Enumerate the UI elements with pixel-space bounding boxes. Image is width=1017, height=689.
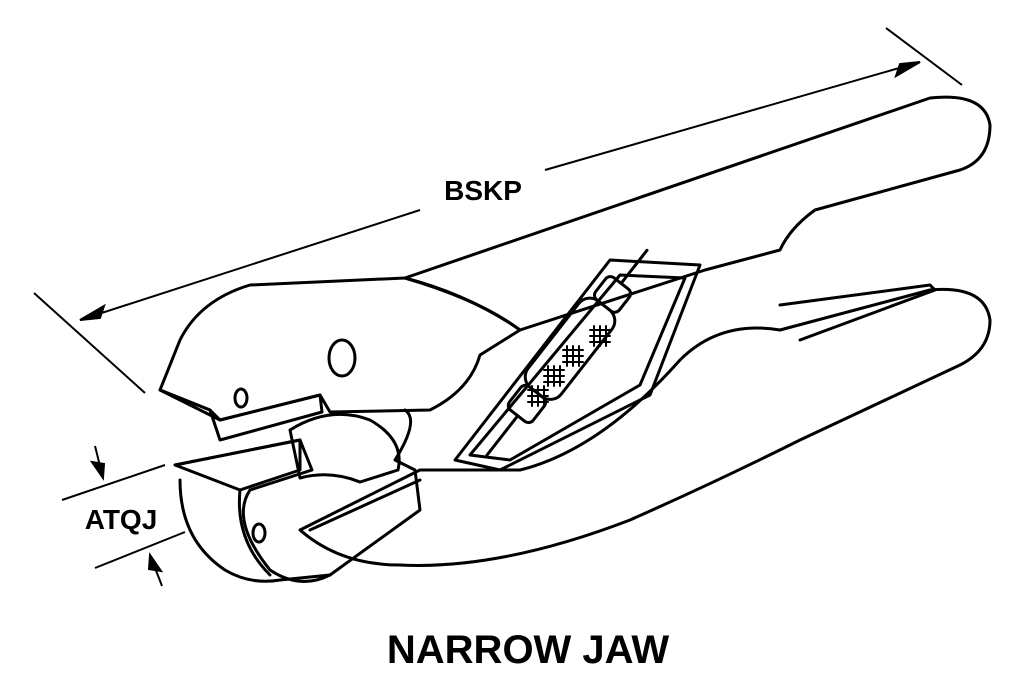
extension-line-left (33, 292, 146, 394)
dimension-line-right (544, 61, 921, 171)
lower-handle-tip (778, 283, 937, 342)
jaw-extension-top (61, 464, 166, 501)
extension-line-right (885, 27, 963, 86)
pivot-hole (327, 338, 357, 378)
diagram-caption: NARROW JAW (387, 628, 669, 672)
lower-jaw-hole (251, 522, 267, 544)
jaw-extension-bottom (94, 531, 186, 569)
ratchet-channel-inner (468, 273, 687, 462)
arrowhead-right (894, 61, 921, 79)
arrowhead-left (79, 303, 106, 321)
jaw-arrowhead-bottom (147, 552, 164, 573)
lower-handle (298, 287, 992, 567)
die-ring (288, 412, 401, 484)
upper-jaw (158, 276, 522, 422)
lower-handle-bevel (308, 478, 422, 532)
jaw-width-label: ATQJ (85, 504, 158, 535)
grip-texture (527, 325, 611, 407)
ratchet-channel (453, 258, 702, 472)
tool-drawing (158, 95, 992, 583)
upper-handle (403, 95, 992, 332)
lower-jaw-face (178, 478, 332, 583)
jaw-arrowhead-top (89, 460, 106, 481)
ratchet-cylinder (485, 248, 649, 457)
overall-length-label: BSKP (444, 175, 522, 206)
dimension-jaw-width (61, 445, 186, 587)
dimension-overall-length (33, 27, 963, 394)
upper-jaw-hole (233, 387, 249, 409)
upper-jaw-plate (158, 388, 324, 442)
lower-jaw-plate (173, 438, 302, 492)
dimension-line-left (79, 209, 421, 321)
lower-jaw-edge (237, 488, 272, 577)
